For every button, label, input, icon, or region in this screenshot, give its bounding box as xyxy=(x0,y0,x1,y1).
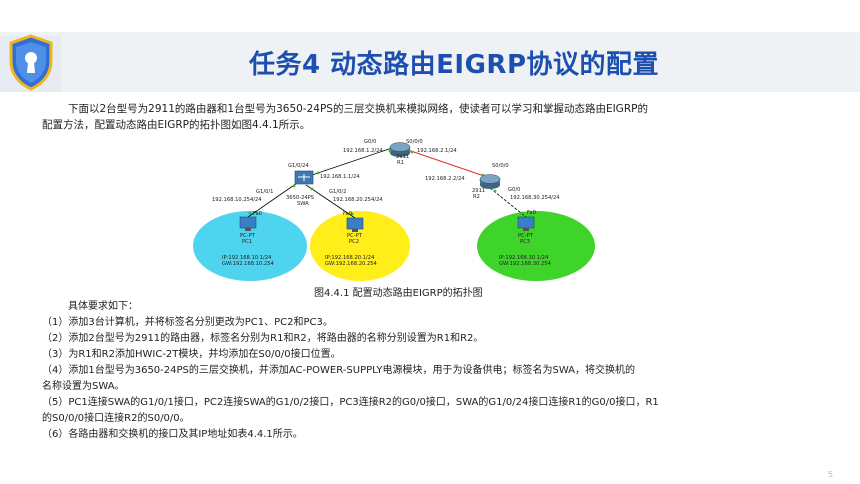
r2-model: 2911 xyxy=(472,188,485,194)
pc1-name: PC1 xyxy=(242,239,252,245)
link-r2-pc3 xyxy=(489,187,527,218)
requirement-item: （4）添加1台型号为3650-24PS的三层交换机，并添加AC-POWER-SU… xyxy=(42,365,636,376)
r1-g0-label: G0/0 xyxy=(364,139,376,145)
pc2-gw: GW:192.168.20.254 xyxy=(325,261,378,267)
pc1-port: Fa0 xyxy=(253,211,262,217)
requirement-item: （3）为R1和R2添加HWIC-2T模块，并均添加在S0/0/0接口位置。 xyxy=(42,349,341,360)
figure-caption: 图4.4.1 配置动态路由EIGRP的拓扑图 xyxy=(314,288,483,299)
link-status-dot xyxy=(248,211,252,215)
r2-g0-label: G0/0 xyxy=(508,187,520,193)
link-status-dot xyxy=(388,149,392,153)
r1-s0-ip: 192.168.2.1/24 xyxy=(417,148,457,154)
link-status-dot xyxy=(493,189,497,193)
pc3-gw: GW:192.168.30.254 xyxy=(499,261,552,267)
link-swa-pc2 xyxy=(305,184,356,219)
r1-model: 2911 xyxy=(396,154,409,160)
link-swa-r1 xyxy=(311,146,396,176)
pc3-subnet-ellipse xyxy=(477,211,595,281)
swa-g24-ip: 192.168.1.1/24 xyxy=(320,174,360,180)
r1-name: R1 xyxy=(397,160,404,166)
pc2-computer-icon xyxy=(346,217,364,232)
page-number: 5 xyxy=(828,470,834,479)
requirement-item: （1）添加3台计算机，并将标签名分别更改为PC1、PC2和PC3。 xyxy=(42,317,333,328)
requirement-item: 的S0/0/0接口连接R2的S0/0/0。 xyxy=(42,413,190,424)
requirement-item: （6）各路由器和交换机的接口及其IP地址如表4.4.1所示。 xyxy=(42,429,303,440)
pc1-ip: IP:192.168.10.1/24 xyxy=(222,255,272,261)
swa-g2-ip: 192.168.20.254/24 xyxy=(333,197,383,203)
swa-g1-label: G1/0/1 xyxy=(256,189,273,195)
r1-router-icon xyxy=(389,142,411,157)
shield-lock-icon xyxy=(9,34,53,91)
pc1-gw: GW:192.168.10.254 xyxy=(222,261,275,267)
intro-line-2: 配置方法，配置动态路由EIGRP的拓扑图如图4.4.1所示。 xyxy=(42,119,311,131)
link-r1-r2 xyxy=(404,148,491,179)
pc2-subnet-ellipse xyxy=(310,211,410,281)
r2-s0-label: S0/0/0 xyxy=(492,163,509,169)
link-status-dot xyxy=(292,184,296,188)
r2-s0-ip: 192.168.2.2/24 xyxy=(425,176,465,182)
pc3-type: PC-PT xyxy=(518,233,534,239)
pc3-computer-icon xyxy=(517,216,535,231)
pc1-type: PC-PT xyxy=(240,233,256,239)
requirement-item: （5）PC1连接SWA的G1/0/1接口，PC2连接SWA的G1/0/2接口，P… xyxy=(42,397,659,408)
link-swa-pc1 xyxy=(247,180,301,218)
swa-name: SWA xyxy=(297,201,309,207)
requirements-heading: 具体要求如下： xyxy=(68,301,138,312)
intro-line-1: 下面以2台型号为2911的路由器和1台型号为3650-24PS的三层交换机来模拟… xyxy=(68,103,648,115)
page-title: 任务4 动态路由EIGRP协议的配置 xyxy=(249,50,659,80)
r1-s0-label: S0/0/0 xyxy=(406,139,423,145)
swa-g24-label: G1/0/24 xyxy=(288,163,309,169)
pc3-name: PC3 xyxy=(520,239,530,245)
r2-router-icon xyxy=(479,174,501,189)
link-status-dot xyxy=(310,187,314,191)
requirement-item: 名称设置为SWA。 xyxy=(42,381,125,392)
pc2-type: PC-PT xyxy=(347,233,363,239)
pc3-port: Fa0 xyxy=(527,210,536,216)
swa-model: 3650-24PS xyxy=(286,195,314,201)
link-status-dot xyxy=(410,150,414,154)
link-status-dot xyxy=(350,212,354,216)
swa-g1-ip: 192.168.10.254/24 xyxy=(212,197,262,203)
pc1-subnet-ellipse xyxy=(193,211,307,281)
swa-switch-icon xyxy=(294,170,314,185)
link-status-dot xyxy=(520,211,524,215)
title-bar xyxy=(0,32,860,92)
link-status-dot xyxy=(481,173,485,177)
pc2-port: Fa0 xyxy=(343,211,352,217)
pc2-ip: IP:192.168.20.1/24 xyxy=(325,255,375,261)
requirement-item: （2）添加2台型号为2911的路由器，标签名分别为R1和R2，将路由器的名称分别… xyxy=(42,333,484,344)
swa-g2-label: G1/0/2 xyxy=(329,189,346,195)
pc1-computer-icon xyxy=(239,216,257,231)
topology-diagram: G0/0 S0/0/0 192.168.1.2/24 2911 R1 192.1… xyxy=(193,139,595,281)
r1-g0-ip: 192.168.1.2/24 xyxy=(343,148,383,154)
pc3-ip: IP:192.168.30.1/24 xyxy=(499,255,549,261)
pc2-name: PC2 xyxy=(349,239,359,245)
r2-name: R2 xyxy=(473,194,480,200)
r2-g0-ip: 192.168.30.254/24 xyxy=(510,195,560,201)
link-status-dot xyxy=(316,171,320,175)
